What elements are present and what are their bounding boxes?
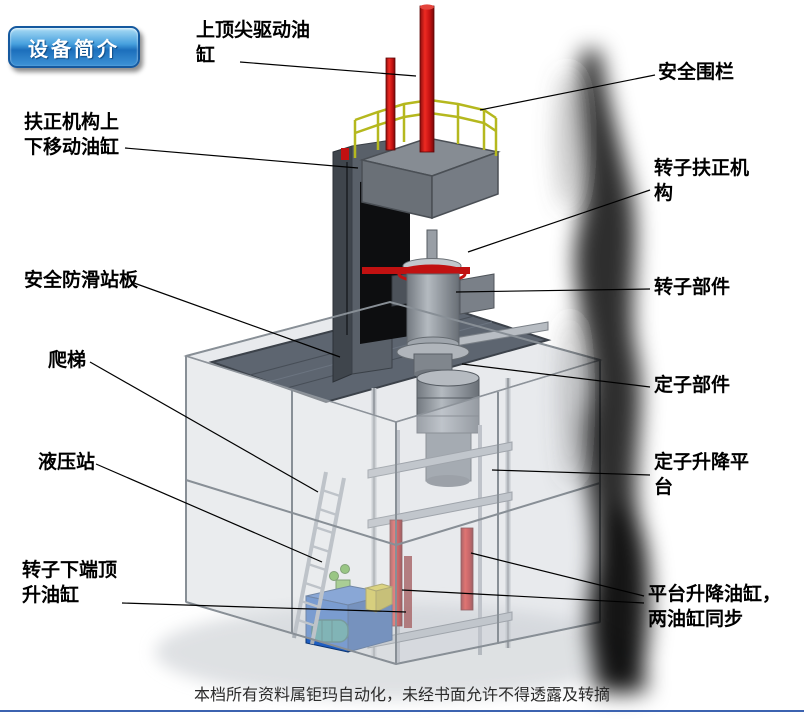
confidentiality-footer: 本档所有资料属钜玛自动化，未经书面允许不得透露及转摘 <box>193 687 610 704</box>
top-drive-cylinder-red <box>385 4 435 153</box>
label-centering-updown-cylinder: 扶正机构上下移动油缸 <box>24 112 120 159</box>
label-platform-lift-cylinders: 平台升降油缸，两油缸同步 <box>648 584 782 631</box>
smoke-artifact <box>555 50 652 695</box>
stator-assembly <box>416 369 480 487</box>
label-stator-part: 定子部件 <box>654 375 731 396</box>
label-rotor-centering-mechanism: 转子扶正机构 <box>654 158 750 205</box>
label-antislip-platform: 安全防滑站板 <box>24 270 139 291</box>
rotor-assembly <box>362 229 495 379</box>
bottom-divider <box>0 710 804 712</box>
label-safety-fence: 安全围栏 <box>658 62 735 83</box>
label-top-drive-cylinder: 上顶尖驱动油缸 <box>196 20 311 67</box>
leader-lines <box>89 61 656 613</box>
label-hydraulic-station: 液压站 <box>38 452 96 473</box>
label-ladder: 爬梯 <box>48 350 87 371</box>
label-rotor-part: 转子部件 <box>654 277 731 298</box>
label-stator-lift-platform: 定子升降平台 <box>654 452 750 499</box>
head-box <box>359 137 501 220</box>
enclosure-front <box>185 300 601 666</box>
title-badge: 设备简介 <box>8 26 140 68</box>
title-badge-label: 设备简介 <box>28 38 120 61</box>
label-rotor-bottom-jack-cylinder: 转子下端顶升油缸 <box>22 560 118 607</box>
